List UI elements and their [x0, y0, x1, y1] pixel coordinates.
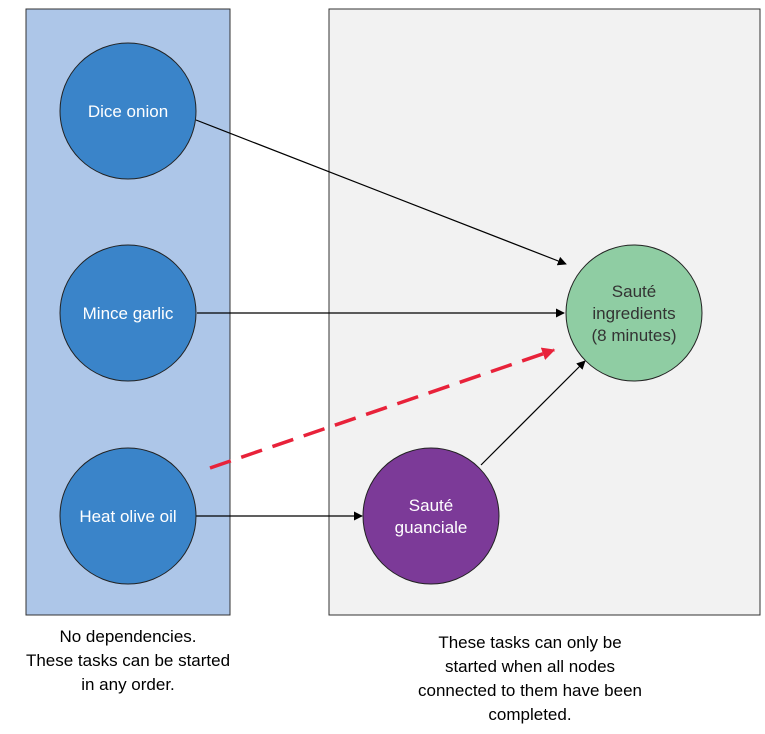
- node-label: Heat olive oil: [79, 507, 176, 526]
- caption-line: No dependencies.: [59, 627, 197, 646]
- caption-line: in any order.: [81, 675, 175, 694]
- node-circle: [565, 244, 703, 382]
- node-circle: [59, 244, 197, 382]
- node-heat-olive-oil: Heat olive oil: [59, 447, 197, 585]
- edge-dice-onion-to-saute-ingredients: [195, 119, 567, 266]
- dependent-tasks-caption: These tasks can only be started when all…: [380, 631, 680, 727]
- caption-line: started when all nodes: [444, 657, 616, 676]
- node-saute-guanciale: Sauté guanciale: [362, 447, 500, 585]
- node-label-line: (8 minutes): [591, 326, 676, 345]
- independent-tasks-caption: No dependencies. These tasks can be star…: [0, 625, 256, 697]
- caption-line: These tasks can only be: [438, 633, 622, 652]
- node-label: Sauté ingredients (8 minutes): [591, 282, 676, 345]
- node-label-line: Heat olive oil: [79, 507, 176, 526]
- edge-saute-guanciale-to-saute-ingredients: [480, 360, 586, 466]
- node-circle: [59, 42, 197, 180]
- node-label-line: Sauté: [612, 282, 656, 301]
- node-label-line: Dice onion: [88, 102, 168, 121]
- node-label: Sauté guanciale: [395, 496, 468, 537]
- node-dice-onion: Dice onion: [59, 42, 197, 180]
- caption-line: These tasks can be started: [25, 651, 231, 670]
- caption-line: completed.: [488, 705, 572, 724]
- node-label-line: Sauté: [409, 496, 453, 515]
- node-circle: [59, 447, 197, 585]
- node-label-line: Mince garlic: [83, 304, 174, 323]
- dependency-diagram: Dice onion Mince garlic Heat olive oil S…: [25, 8, 761, 616]
- node-label: Mince garlic: [83, 304, 174, 323]
- caption-line: connected to them have been: [418, 681, 642, 700]
- node-mince-garlic: Mince garlic: [59, 244, 197, 382]
- highlighted-dependency-arrow: [209, 347, 556, 470]
- node-label-line: guanciale: [395, 518, 468, 537]
- node-label-line: ingredients: [592, 304, 675, 323]
- node-label: Dice onion: [88, 102, 168, 121]
- node-circle: [362, 447, 500, 585]
- node-saute-ingredients: Sauté ingredients (8 minutes): [565, 244, 703, 382]
